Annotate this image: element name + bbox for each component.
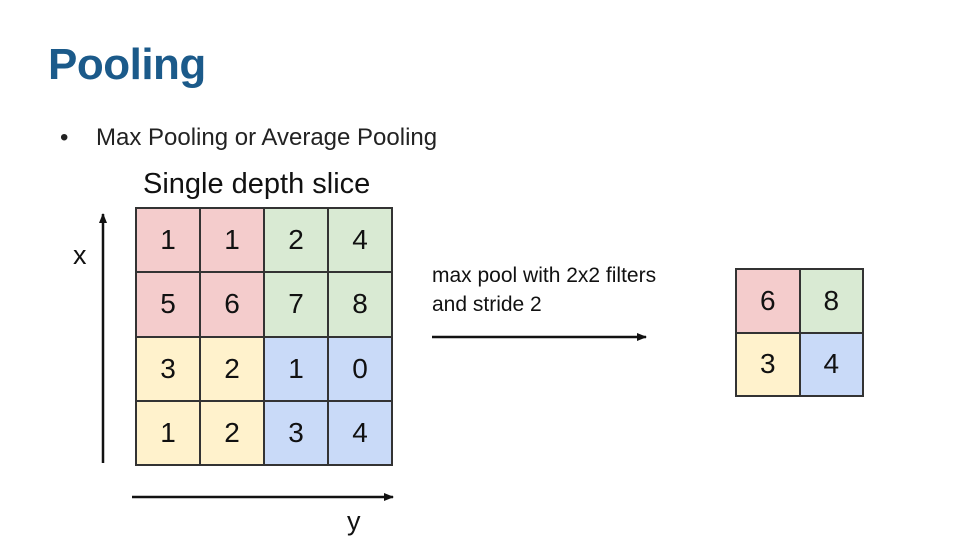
- slide-title: Pooling: [48, 40, 206, 89]
- bullet-dot-icon: •: [60, 124, 69, 151]
- slice-label: Single depth slice: [143, 168, 371, 200]
- input-cell-2-2: 1: [264, 336, 328, 401]
- operation-line-2: and stride 2: [432, 293, 542, 316]
- input-cell-3-0: 1: [136, 400, 200, 465]
- input-cell-0-1: 1: [200, 208, 264, 273]
- operation-label: max pool with 2x2 filters and stride 2: [432, 261, 656, 319]
- input-cell-1-3: 8: [328, 272, 392, 337]
- y-axis-label: y: [347, 506, 361, 536]
- output-cell-1-0: 3: [736, 332, 800, 396]
- input-cell-1-1: 6: [200, 272, 264, 337]
- input-cell-3-2: 3: [264, 400, 328, 465]
- input-cell-0-0: 1: [136, 208, 200, 273]
- input-cell-3-3: 4: [328, 400, 392, 465]
- input-cell-1-2: 7: [264, 272, 328, 337]
- input-cell-0-2: 2: [264, 208, 328, 273]
- output-cell-0-0: 6: [736, 269, 800, 333]
- bullet-text: Max Pooling or Average Pooling: [96, 124, 438, 151]
- operation-line-1: max pool with 2x2 filters: [432, 264, 657, 287]
- input-cell-0-3: 4: [328, 208, 392, 273]
- input-cell-2-1: 2: [200, 336, 264, 401]
- input-cell-2-3: 0: [328, 336, 392, 401]
- input-cell-1-0: 5: [136, 272, 200, 337]
- bullet-item: • Max Pooling or Average Pooling: [60, 124, 437, 152]
- input-cell-2-0: 3: [136, 336, 200, 401]
- x-axis-label: x: [73, 240, 87, 270]
- output-cell-0-1: 8: [799, 269, 863, 333]
- output-cell-1-1: 4: [799, 332, 863, 396]
- input-cell-3-1: 2: [200, 400, 264, 465]
